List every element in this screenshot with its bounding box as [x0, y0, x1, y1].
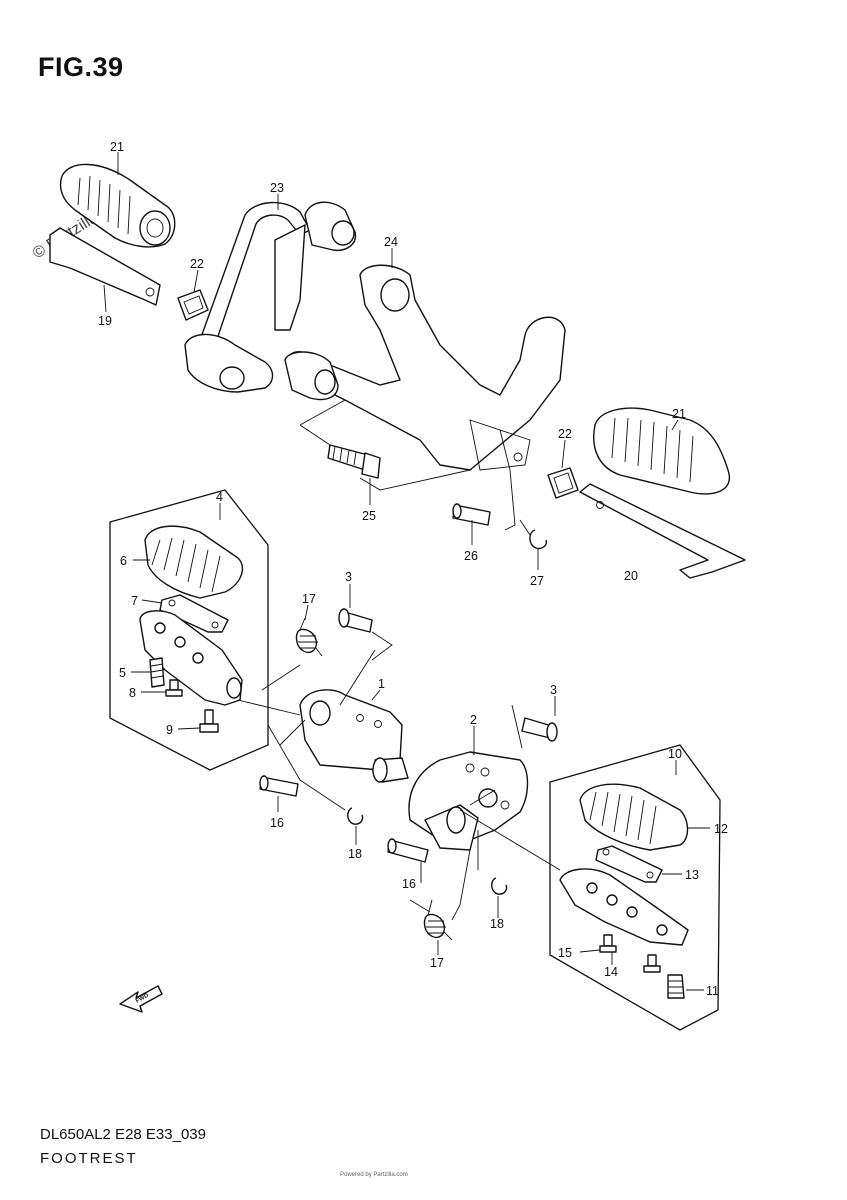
bracket-2 — [408, 751, 529, 851]
bolt-9 — [199, 709, 219, 733]
callout-18: 18 — [490, 917, 504, 931]
callout-18: 18 — [348, 847, 362, 861]
callout-13: 13 — [685, 868, 699, 882]
callout-4: 4 — [216, 490, 223, 504]
nut-11 — [667, 974, 685, 999]
footrest-bar-19 — [49, 227, 161, 306]
callout-25: 25 — [362, 509, 376, 523]
bolt-14 — [643, 954, 661, 973]
plate-13 — [595, 845, 663, 883]
pin-26 — [452, 503, 491, 526]
footrest-rubber-left — [59, 163, 176, 248]
callout-11: 11 — [706, 984, 719, 998]
clip-27 — [529, 529, 548, 550]
bolt-25 — [327, 444, 381, 479]
callout-2: 2 — [470, 713, 477, 727]
footrest-body-4 — [139, 610, 243, 706]
callout-labels: 21 23 24 22 19 22 21 25 26 27 20 4 6 7 5… — [98, 140, 728, 998]
callout-19: 19 — [98, 314, 112, 328]
plate-7 — [159, 594, 229, 633]
callout-1: 1 — [378, 677, 385, 691]
callout-10: 10 — [668, 747, 682, 761]
callout-22: 22 — [190, 257, 204, 271]
callout-3: 3 — [550, 683, 557, 697]
callout-22: 22 — [558, 427, 572, 441]
footer-credit: Powered by Partzilla.com — [340, 1172, 408, 1178]
group-box-10 — [549, 744, 721, 1031]
callout-9: 9 — [166, 723, 173, 737]
bracket-24 — [284, 264, 566, 471]
pin-16a — [259, 775, 299, 797]
leader-lines — [103, 152, 710, 991]
callout-15: 15 — [558, 946, 572, 960]
spring-17b — [423, 899, 453, 941]
spring-17a — [295, 617, 323, 657]
footrest-rubber-6 — [144, 525, 243, 599]
callout-3: 3 — [345, 570, 352, 584]
callout-14: 14 — [604, 965, 618, 979]
footrest-rubber-12 — [579, 783, 689, 851]
bolt-8 — [165, 679, 183, 697]
bolt-3b — [521, 717, 558, 742]
callout-20: 20 — [624, 569, 638, 583]
callout-17: 17 — [430, 956, 444, 970]
bolt-15 — [599, 934, 617, 953]
callout-21: 21 — [672, 407, 686, 421]
footrest-rubber-right — [593, 407, 731, 495]
callout-5: 5 — [119, 666, 126, 680]
callout-7: 7 — [131, 594, 138, 608]
footrest-body-10 — [559, 868, 689, 946]
callout-16: 16 — [402, 877, 416, 891]
callout-16: 16 — [270, 816, 284, 830]
bolt-3a — [338, 608, 373, 633]
callout-17: 17 — [302, 592, 316, 606]
bolt-5 — [149, 657, 165, 688]
figure-code: DL650AL2 E28 E33_039 — [40, 1126, 206, 1143]
callout-12: 12 — [714, 822, 728, 836]
group-box-4 — [109, 489, 269, 771]
spacer-22b — [547, 467, 579, 499]
clip-18b — [491, 877, 508, 895]
clip-18a — [347, 807, 364, 825]
callout-24: 24 — [384, 235, 398, 249]
callout-6: 6 — [120, 554, 127, 568]
callout-26: 26 — [464, 549, 478, 563]
callout-8: 8 — [129, 686, 136, 700]
figure-name: FOOTREST — [40, 1150, 138, 1167]
pin-16b — [387, 838, 429, 863]
spacer-22a — [177, 289, 209, 321]
figure-title: FIG.39 — [38, 52, 124, 82]
fwd-arrow-icon: FWD — [119, 985, 163, 1013]
bracket-23 — [184, 201, 357, 393]
footrest-bar-20 — [579, 483, 746, 579]
bracket-1 — [299, 689, 409, 783]
callout-27: 27 — [530, 574, 544, 588]
callout-23: 23 — [270, 181, 284, 195]
callout-21: 21 — [110, 140, 124, 154]
